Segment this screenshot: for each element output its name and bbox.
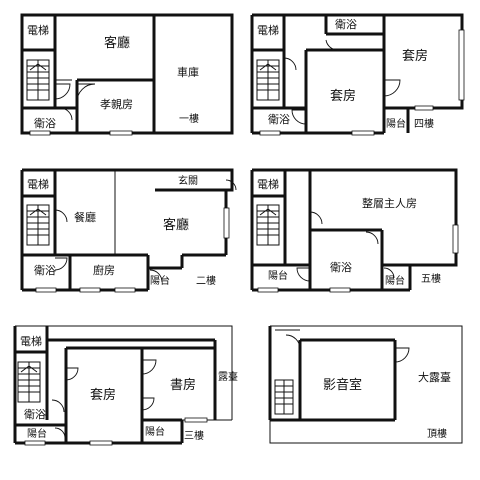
- window: [329, 287, 351, 293]
- room-label-bathroom: 衛浴: [24, 408, 46, 421]
- door-swing: [309, 211, 323, 225]
- door-swing: [365, 231, 379, 245]
- door-swing: [141, 397, 155, 411]
- window: [452, 224, 459, 254]
- room-label-parents-room: 孝親房: [100, 98, 133, 111]
- floor-label: 頂樓: [427, 427, 447, 440]
- door-swing: [141, 359, 157, 375]
- door-swing: [51, 399, 65, 413]
- room-label-elevator: 電梯: [27, 178, 49, 191]
- room-label-elevator: 電梯: [257, 24, 279, 37]
- window: [35, 287, 57, 293]
- room-label-elevator: 電梯: [257, 178, 279, 191]
- room-label-terrace: 露臺: [218, 370, 238, 383]
- door-swing: [225, 179, 237, 191]
- window: [89, 440, 113, 446]
- room-label-large-terrace: 大露臺: [418, 370, 451, 384]
- window: [458, 29, 465, 101]
- window: [24, 440, 46, 446]
- room-label-elevator: 電梯: [27, 24, 49, 37]
- room-label-bathroom-left: 衛浴: [268, 113, 290, 126]
- door-swing: [54, 257, 68, 271]
- floor-label: 五樓: [421, 272, 441, 285]
- room-label-balcony-right: 陽台: [145, 425, 165, 438]
- door-swing: [383, 267, 395, 279]
- window: [259, 130, 281, 136]
- floor-label: 二樓: [196, 274, 216, 287]
- door-swing: [325, 39, 339, 51]
- door-swing: [76, 83, 96, 103]
- room-label-theater-room: 影音室: [323, 377, 362, 393]
- staircase: [256, 204, 280, 246]
- staircase: [274, 379, 294, 415]
- door-swing: [291, 109, 307, 125]
- floor-label: 一樓: [179, 112, 199, 125]
- staircase: [26, 59, 50, 101]
- window: [114, 287, 136, 293]
- window: [79, 287, 101, 293]
- staircase: [17, 361, 41, 403]
- staircase: [256, 59, 280, 101]
- room-label-suite: 套房: [90, 387, 116, 403]
- room-label-suite-center: 套房: [330, 88, 356, 104]
- room-label-balcony-left: 陽台: [268, 269, 288, 282]
- room-label-elevator: 電梯: [20, 335, 42, 348]
- door-swing: [149, 269, 163, 283]
- room-label-entrance: 玄關: [178, 174, 198, 187]
- door-swing: [65, 367, 79, 381]
- door-swing: [283, 57, 297, 71]
- room-label-balcony-left: 陽台: [27, 427, 47, 440]
- window: [351, 130, 375, 136]
- room-label-bathroom: 衛浴: [330, 261, 352, 274]
- door-swing: [54, 209, 68, 223]
- room-label-master-suite: 整層主人房: [362, 196, 417, 210]
- room-label-balcony-right: 陽台: [385, 274, 405, 287]
- room-label-bathroom: 衛浴: [34, 117, 56, 130]
- window: [257, 287, 279, 293]
- floor-4-plan: 電梯 衛浴 套房 套房 衛浴 陽台 四樓: [250, 13, 465, 136]
- room-label-suite-right: 套房: [402, 48, 428, 64]
- door-swing: [54, 83, 71, 100]
- window: [223, 207, 230, 239]
- window: [184, 417, 208, 423]
- door-swing: [59, 107, 73, 121]
- room-label-bathroom: 衛浴: [34, 264, 56, 277]
- door-swing: [285, 334, 301, 350]
- room-label-study: 書房: [170, 377, 196, 393]
- door-swing: [394, 347, 410, 363]
- room-label-living-room: 客廳: [104, 35, 130, 51]
- door-swing: [296, 267, 311, 282]
- door-swing: [383, 79, 401, 97]
- room-label-bathroom-top: 衛浴: [335, 18, 357, 31]
- window: [29, 130, 51, 136]
- room-label-balcony: 陽台: [386, 117, 406, 130]
- floor-1-plan: 電梯 客廳 車庫 孝親房 衛浴 一樓: [20, 13, 234, 136]
- room-label-garage: 車庫: [177, 65, 199, 79]
- staircase: [26, 204, 50, 246]
- room-label-balcony: 陽台: [150, 274, 170, 287]
- floor-2-plan: 電梯 玄關 餐廳 客廳 衛浴 廚房 陽台 二樓: [20, 168, 237, 293]
- window: [109, 130, 133, 136]
- floor-5-plan: 電梯 整層主人房 衛浴 陽台 陽台 五樓: [250, 168, 459, 293]
- floor-label: 四樓: [414, 117, 434, 130]
- window: [414, 105, 434, 111]
- door-swing: [54, 427, 66, 439]
- floor-label: 三樓: [184, 429, 204, 442]
- roof-plan: 影音室 大露臺 頂樓: [268, 325, 463, 444]
- room-label-dining-room: 餐廳: [74, 210, 96, 224]
- room-label-kitchen: 廚房: [93, 263, 115, 277]
- floor-3-plan: 電梯 露臺 套房 書房 衛浴 陽台 陽台 三樓: [13, 325, 238, 446]
- room-label-living-room: 客廳: [163, 217, 189, 233]
